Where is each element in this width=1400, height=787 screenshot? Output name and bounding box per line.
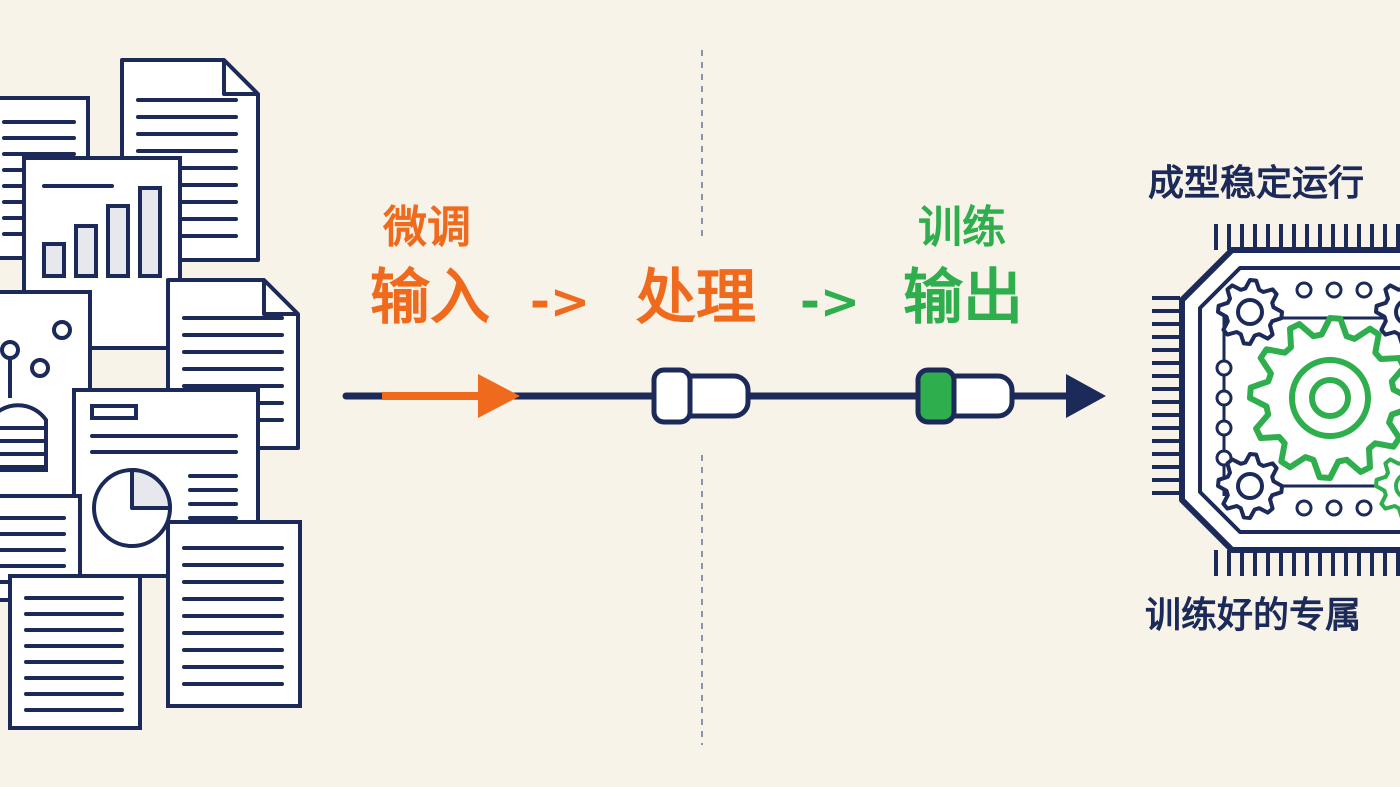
label-chip-top: 成型稳定运行 [1148,163,1365,204]
doc-bar-2 [74,224,98,278]
flow-end-arrowhead [1066,374,1106,418]
doc-bar-4 [138,186,162,278]
label-finetune: 微调 [383,202,471,253]
document-bar-chart [22,156,182,350]
flow-line [342,367,1106,425]
label-arrow-1: -> [530,274,591,330]
label-input: 输入 [370,263,490,333]
chip-inner-border [1198,266,1400,534]
doc-pie-slice [130,468,172,510]
chip-icon [1152,224,1400,576]
chip-gear-large [1247,315,1400,481]
chip-gear-top-right [1374,283,1400,345]
label-train: 训练 [918,202,1006,253]
flow-input-arrowhead [478,374,520,418]
label-output: 输出 [903,263,1023,333]
document-page-6 [166,520,302,708]
chip-gear-top-left [1216,278,1284,346]
document-stack [0,58,302,730]
document-page-5 [8,574,142,730]
doc-bar-3 [106,204,130,278]
label-chip-bottom: 训练好的专属 [1145,595,1362,636]
label-arrow-2: -> [800,274,861,330]
process-pill-knob [651,367,693,425]
chip-gear-bottom-right [1374,457,1400,519]
doc-database-icon [0,403,48,472]
output-pill-knob [915,367,957,425]
label-process: 处理 [636,263,756,333]
doc-bar-1 [42,242,66,278]
chip-gear-bottom-left [1216,452,1284,520]
